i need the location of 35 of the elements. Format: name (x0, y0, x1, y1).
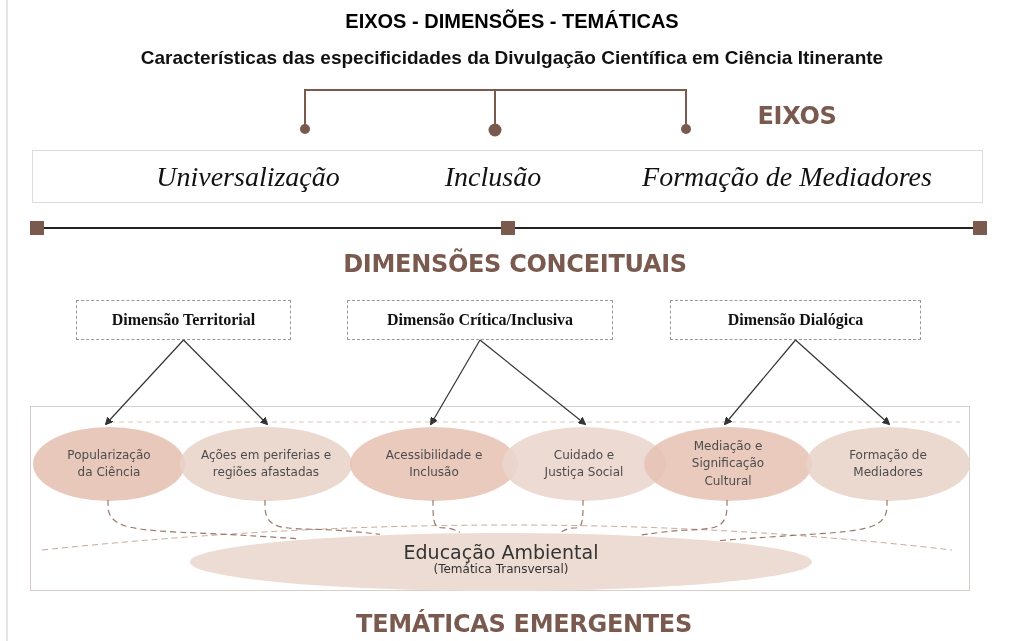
section-heading: DIMENSÕES CONCEITUAIS (342, 250, 688, 278)
arrow (430, 339, 481, 426)
dimension-box (347, 300, 613, 340)
arrow (479, 339, 587, 425)
subtitle: Características das especificidades da Divulgação Científica em Ciência Itinerante (139, 47, 885, 69)
dashed-connector (264, 499, 381, 535)
theme-note: (Temática Transversal) (433, 562, 569, 577)
theme-label: Mediação e Significação Cultural (690, 437, 766, 490)
dimension-label: Dimensão Dialógica (727, 311, 864, 329)
dashed-connector (432, 499, 461, 533)
dashed-connector (719, 499, 888, 542)
dimension-label: Dimensão Territorial (111, 311, 256, 329)
arrow (182, 339, 269, 426)
dashed-connector (639, 499, 728, 536)
dimension-label: Dimensão Crítica/Inclusiva (386, 311, 574, 329)
dimension-box (76, 300, 291, 340)
theme-label: Formação de Mediadores (848, 446, 928, 481)
theme-label: Acessibilidade e Inclusão (384, 446, 484, 481)
themes-frame (30, 406, 970, 591)
axis-label: Formação de Mediadores (641, 161, 933, 193)
dimension-box (670, 300, 921, 340)
section-heading: EIXOS (756, 102, 838, 130)
dashed-connector (559, 499, 584, 534)
axis-label: Universalização (155, 161, 341, 193)
theme-label: Ações em periferias e regiões afastadas (200, 446, 332, 481)
theme-label: Educação Ambiental (403, 541, 599, 563)
arrow (794, 339, 891, 426)
arrow (723, 339, 797, 426)
section-heading: TEMÁTICAS EMERGENTES (355, 610, 693, 638)
axes-band (32, 150, 983, 203)
theme-label: Cuidado e Justiça Social (543, 446, 625, 481)
arrow (104, 339, 185, 426)
axis-label: Inclusão (443, 161, 543, 193)
theme-label: Popularização da Ciência (66, 446, 152, 481)
diagram-title: EIXOS - DIMENSÕES - TEMÁTICAS (344, 10, 680, 33)
